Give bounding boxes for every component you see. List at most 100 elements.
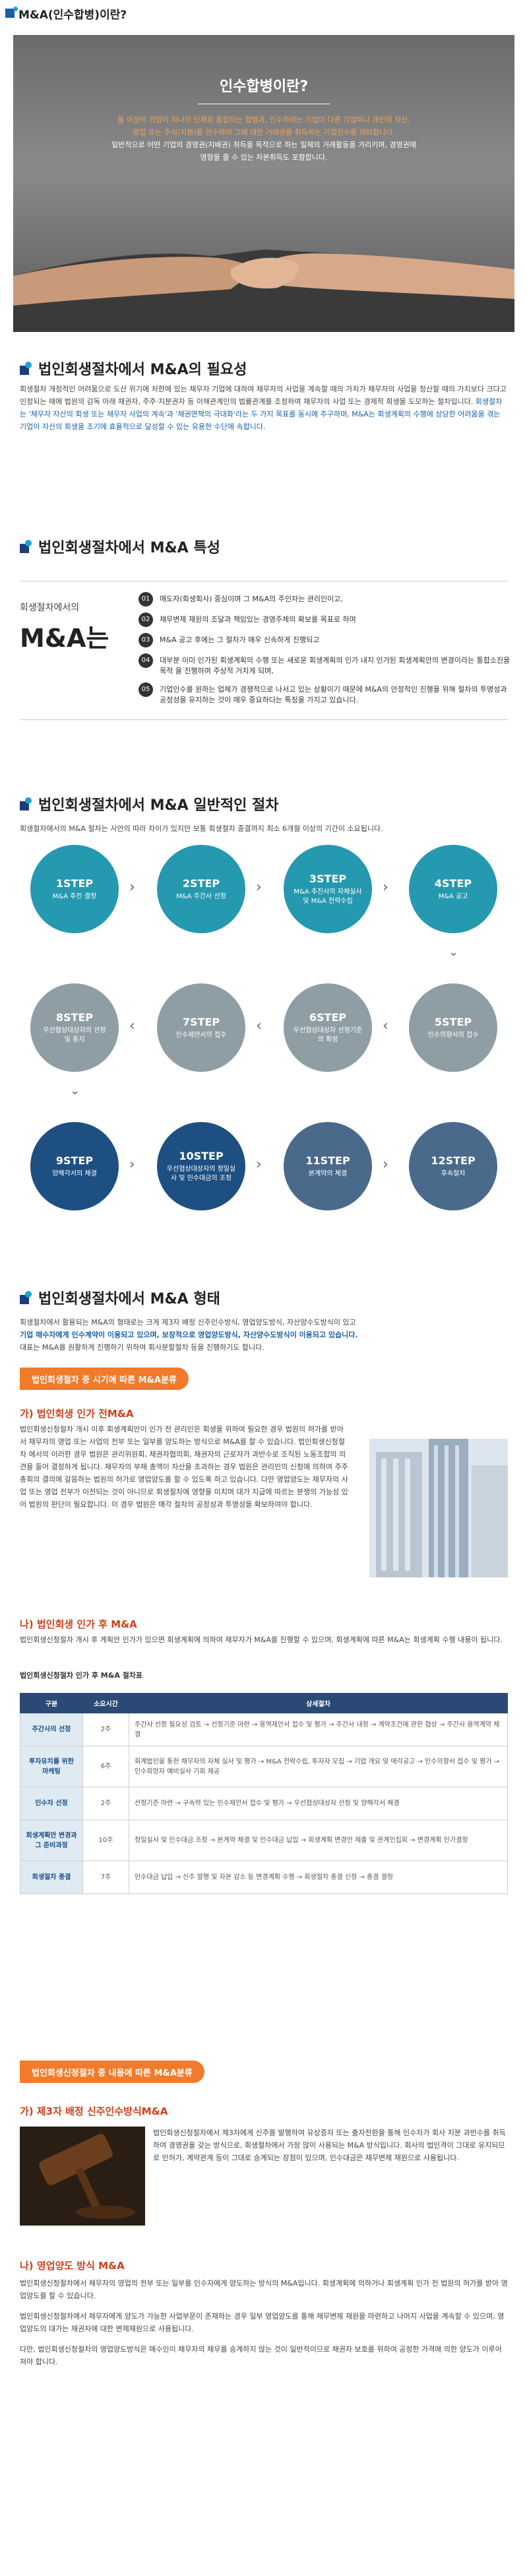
item-text: 대부분 이미 인가된 회생계획의 수행 또는 새로운 회생계획의 인가 내지 인…	[160, 656, 511, 675]
list-item: 02 채무변제 재원의 조달과 책임있는 경영주체의 확보를 목표로 하며	[139, 612, 511, 627]
chevron-down-icon: ⌄	[70, 1084, 80, 1098]
chevron-right-icon: ›	[383, 1156, 388, 1173]
divider	[20, 719, 508, 720]
table-cell: 2주	[82, 1713, 129, 1746]
step-number: 6STEP	[309, 1010, 347, 1024]
building-image	[369, 1439, 508, 1577]
step-label: 양해각서의 체결	[52, 1170, 97, 1177]
step-number: 3STEP	[309, 872, 347, 885]
section-necessity-title: 법인회생절차에서 M&A의 필요성	[20, 358, 247, 379]
hero-banner: 인수합병이란? 둘 이상의 기업이 하나의 단체로 통합되는 합병과, 인수하려…	[13, 35, 514, 332]
item-number: 04	[139, 653, 153, 668]
table-caption: 법인회생신청절차 인가 후 M&A 절차표	[20, 1671, 143, 1680]
hero-description: 둘 이상의 기업이 하나의 단체로 통합되는 합병과, 인수하려는 기업이 다른…	[13, 114, 514, 164]
item-text: 매도자(회생회사) 중심이며 그 M&A의 주인자는 관리인이고,	[160, 595, 343, 603]
procedure-body: 회생절차에서의 M&A 절차는 사안의 따라 차이가 있지만 보통 회생절차 종…	[20, 824, 383, 833]
subsection-title: 가) 법인회생 인가 전M&A	[20, 1408, 134, 1420]
step-label: M&A 추진사의 자체실사 및 M&A 전략수립	[294, 888, 362, 905]
list-item: 03 M&A 공고 후에는 그 절차가 매우 신속하게 진행되고	[139, 633, 511, 647]
section-title-text: 법인회생절차에서 M&A 형태	[38, 1291, 220, 1307]
table-cell: 2주	[82, 1787, 129, 1820]
gavel-image	[20, 2127, 145, 2226]
item-number: 03	[139, 633, 153, 647]
step-label: M&A 공고	[438, 892, 468, 900]
category-banner-timing: 법인회생절차 중 시기에 따른 M&A분류	[20, 1368, 189, 1390]
table-cell: 10주	[82, 1820, 129, 1861]
forms-body-2: 기업 매수자에게 인수계약이 이용되고 있으며, 보장적으로 영업양도방식, 자…	[20, 1331, 358, 1339]
step-number: 8STEP	[55, 1010, 94, 1024]
section-title-text: 법인회생절차에서 M&A 특성	[38, 540, 220, 556]
step-10: 10STEP 우선협상대상자의 정밀실사 및 인수대금의 조정	[157, 1122, 245, 1210]
table-cell: 7주	[82, 1861, 129, 1894]
chevron-right-icon: ›	[383, 879, 388, 896]
section-bullet-icon	[20, 1291, 33, 1304]
section-forms-title: 법인회생절차에서 M&A 형태	[20, 1287, 220, 1308]
step-11: 11STEP 본계약의 체결	[284, 1122, 372, 1210]
subsection-title: 나) 법인회생 인가 후 M&A	[20, 1618, 137, 1630]
step-number: 2STEP	[182, 876, 220, 890]
table-cell: 선정기준 마련 → 구속력 있는 인수제안서 접수 및 평가 → 우선협상대상자…	[129, 1787, 508, 1820]
section-bullet-icon	[20, 362, 33, 375]
chevron-left-icon: ‹	[129, 1018, 135, 1034]
table-header: 상세절차	[129, 1693, 508, 1713]
step-number: 4STEP	[434, 876, 472, 890]
step-number: 12STEP	[431, 1154, 476, 1167]
section-procedure-title: 법인회생절차에서 M&A 일반적인 절차	[20, 793, 278, 814]
hero-title: 인수합병이란?	[13, 75, 514, 104]
table-header: 구분	[20, 1693, 83, 1713]
chevron-right-icon: ›	[256, 1156, 262, 1173]
feature-label: 회생절차에서의 M&A는	[20, 601, 125, 654]
necessity-body-1: 회생절차 개정적인 어려움으로 도산 위기에 처한에 있는 채무자 기업에 대하…	[20, 385, 507, 406]
feature-label-small: 회생절차에서의	[20, 603, 80, 613]
table-cell: 회계법인을 통한 채무자의 자체 실사 및 평가 → M&A 전략수립, 투자자…	[129, 1746, 508, 1787]
table-header: 소요시간	[82, 1693, 129, 1713]
step-label: 본계약의 체결	[308, 1170, 348, 1177]
step-number: 5STEP	[434, 1015, 472, 1028]
step-3: 3STEP M&A 추진사의 자체실사 및 M&A 전략수립	[284, 845, 372, 933]
step-label: 우선협상대상자 선정기준의 확정	[293, 1026, 363, 1043]
section-bullet-icon	[20, 797, 33, 810]
paragraph: 법인회생신청절차에서 채무자에게 양도가 가능한 사업부문이 존재하는 경우 일…	[20, 2312, 505, 2333]
chevron-left-icon: ‹	[383, 1018, 388, 1034]
hero-desc-line1: 둘 이상의 기업이 하나의 단체로 통합되는 합병과, 인수하려는 기업이 다른…	[117, 116, 410, 124]
chevron-right-icon: ›	[129, 1156, 135, 1173]
chevron-right-icon: ›	[256, 879, 262, 896]
item-text: 기업인수를 원하는 업체가 경쟁적으로 나서고 있는 상황이기 때문에 M&A의…	[160, 685, 507, 704]
step-label: 우선협상대상자의 정밀실사 및 인수대금의 조정	[166, 1165, 236, 1182]
table-header-row: 구분 소요시간 상세절차	[20, 1693, 508, 1713]
step-label: M&A 주간사 선정	[176, 892, 226, 900]
subsection-title: 나) 영업양도 방식 M&A	[20, 2260, 125, 2272]
step-12: 12STEP 후속절차	[409, 1122, 497, 1210]
table-cell: 인수대금 납입 → 신주 발행 및 자본 감소 등 변경계획 수행 → 회생절차…	[129, 1861, 508, 1894]
step-number: 11STEP	[305, 1154, 350, 1167]
item-number: 02	[139, 612, 153, 627]
necessity-body-2: 회생절차는 '채무자 자산의 회생 또는 채무자 사업의 계속'과 '채권면책의…	[20, 397, 503, 431]
table-cell: 주간사 선정 필요성 검토 → 선정기준 마련 → 용역제안서 접수 및 평가 …	[129, 1713, 508, 1746]
step-number: 10STEP	[179, 1149, 224, 1162]
step-label: 인수제안서의 접수	[175, 1031, 227, 1039]
step-label: M&A 추진 결정	[52, 892, 97, 900]
section-title-text: 법인회생절차에서 M&A의 필요성	[38, 362, 247, 378]
item-text: M&A 공고 후에는 그 절차가 매우 신속하게 진행되고	[160, 636, 320, 644]
category-banner-content: 법인회생신청절차 중 내용에 따른 M&A분류	[20, 2061, 204, 2083]
subsection-title: 가) 제3자 배정 신주인수방식M&A	[20, 2105, 168, 2117]
hero-desc-line2: 영업 또는 주식(지분)을 인수하여 그에 대한 거래권을 취득하는 기업인수를…	[133, 128, 395, 137]
item-text: 채무변제 재원의 조달과 책임있는 경영주체의 확보를 목표로 하며	[160, 615, 356, 624]
step-4: 4STEP M&A 공고	[409, 845, 497, 933]
step-2: 2STEP M&A 주간사 선정	[157, 845, 245, 933]
hero-desc-line3: 일반적으로 어떤 기업의 경영권(지배권) 취득을 목적으로 하는 일체의 거래…	[111, 141, 416, 149]
section-feature-title: 법인회생절차에서 M&A 특성	[20, 536, 220, 557]
forms-body: 회생절차에서 활용되는 M&A의 형태로는 크게 제3자 배정 신주인수방식, …	[20, 1316, 508, 1354]
item-number: 05	[139, 682, 153, 697]
step-label: 후속절차	[441, 1170, 466, 1177]
